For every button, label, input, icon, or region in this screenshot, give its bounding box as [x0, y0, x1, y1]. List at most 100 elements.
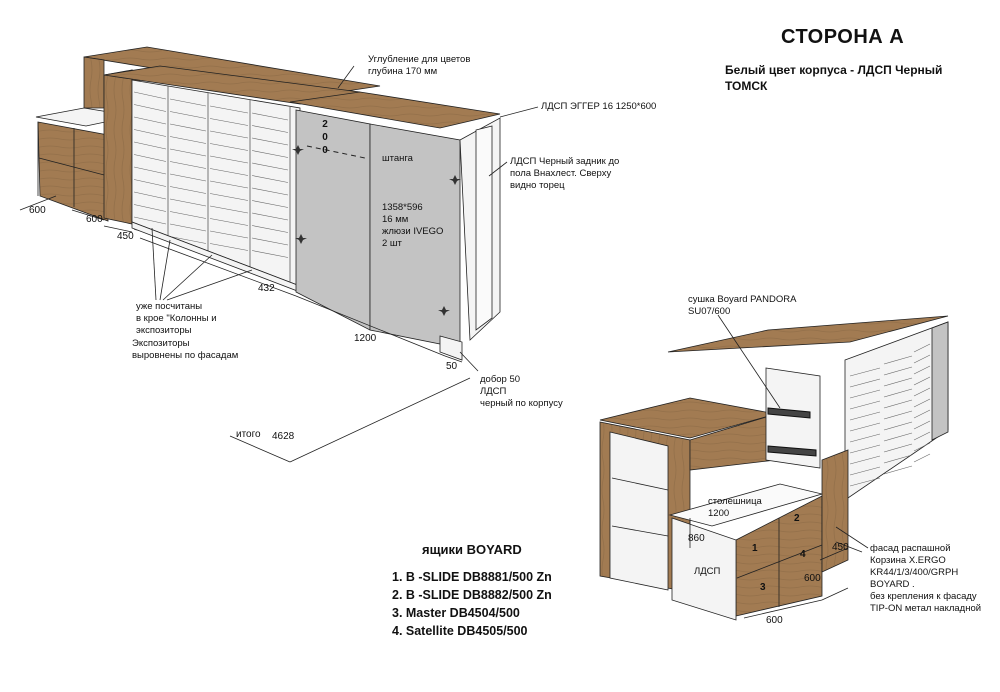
shelf-line: [913, 420, 931, 430]
shelf-line: [251, 237, 289, 246]
shelf-line: [209, 230, 249, 239]
shelf-line: [883, 388, 913, 398]
page-title: СТОРОНА А: [781, 26, 905, 48]
shelf-line: [169, 236, 207, 244]
shelf-line: [251, 125, 289, 133]
material-subtitle: Белый цвет корпуса - ЛДСП Черный ТОМСК: [725, 63, 943, 93]
counted-note: уже посчитаны в крое "Колонны и экспозит…: [136, 301, 217, 336]
dimension-total: 4628: [272, 431, 295, 442]
rear-wood-panel-front: [83, 56, 105, 109]
shelf-line: [169, 111, 207, 119]
shelf-line: [251, 187, 289, 196]
shelf-line: [209, 143, 249, 151]
grey-end-panel: [931, 321, 949, 441]
shelf-line: [251, 212, 289, 221]
shelf-line: [883, 366, 913, 376]
shelf-line: [913, 354, 931, 364]
basket-note: фасад распашной Корзина X.ERGO KR44/1/3/…: [870, 543, 982, 614]
top-board-note: ЛДСП ЭГГЕР 16 1250*600: [541, 101, 657, 112]
shelf-line: [133, 216, 167, 225]
shelf-line: [883, 399, 913, 409]
shelf-line: [849, 422, 881, 432]
shelf-line: [251, 137, 289, 146]
dimension-600-c: 600: [804, 573, 821, 584]
hinge-marks: [292, 145, 461, 316]
aligned-note: Экспозиторы выровнены по фасадам: [132, 338, 239, 361]
shelf-line: [169, 186, 207, 194]
filler-strip: [439, 335, 463, 361]
rod-line: [306, 145, 366, 159]
grey-door-left: [295, 109, 371, 331]
boyard-item: 2. B -SLIDE DB8882/500 Zn: [392, 588, 552, 602]
shelf-line: [883, 410, 913, 420]
drawer-number: 2: [794, 513, 800, 524]
dimension-50: 50: [446, 361, 458, 372]
shelf-line: [913, 442, 931, 452]
dish-rack-icon: [767, 407, 817, 457]
rod-label: штанга: [382, 153, 413, 164]
boyard-list: 1. B -SLIDE DB8881/500 Zn 2. B -SLIDE DB…: [392, 568, 552, 640]
shelf-line: [251, 200, 289, 208]
shelf-line: [913, 376, 931, 386]
island-cabinet: [599, 315, 949, 621]
low-cabinet-front: [37, 121, 109, 222]
shelf-line: [913, 343, 931, 353]
shelf-line: [169, 198, 207, 207]
shelf-line: [209, 243, 249, 251]
shelf-line: [169, 136, 207, 144]
drawer-number: 4: [800, 549, 806, 560]
total-label: итого: [236, 429, 261, 440]
shelf-line: [849, 400, 881, 410]
shelf-line: [849, 367, 881, 377]
shelf-line: [133, 166, 167, 175]
boyard-title: ящики BOYARD: [422, 542, 522, 557]
shelving-dividers: [167, 86, 291, 282]
shelf-line: [209, 155, 249, 164]
shelf-line: [883, 355, 913, 365]
shelf-line: [133, 141, 167, 150]
shelf-line: [251, 112, 289, 121]
ldsp-label: ЛДСП: [694, 566, 721, 577]
shelf-line: [169, 98, 207, 107]
shelf-line: [169, 123, 207, 132]
recess-note: Углубление для цветов глубина 170 мм: [368, 54, 471, 77]
shelf-line: [883, 421, 913, 431]
basket-front: [821, 449, 849, 573]
shelf-line: [169, 211, 207, 219]
dimension-600-d: 600: [766, 615, 783, 626]
shelf-line: [133, 204, 167, 212]
shelf-line: [251, 162, 289, 171]
right-block-top: [289, 91, 501, 129]
shelf-line: [251, 175, 289, 183]
shelf-line: [169, 148, 207, 157]
shelf-line: [849, 455, 881, 465]
shelf-line: [209, 205, 249, 214]
shelf-line: [849, 477, 881, 487]
shelf-line: [209, 118, 249, 126]
shelf-line: [913, 409, 931, 419]
shelf-line: [883, 454, 913, 464]
shelf-line: [251, 225, 289, 233]
shelf-line: [209, 105, 249, 114]
shelf-line: [883, 377, 913, 387]
shelf-line: [133, 154, 167, 162]
shelf-line: [849, 466, 881, 476]
shelf-line: [849, 444, 881, 454]
drawer-number: 1: [752, 543, 758, 554]
blinds-note: 1358*596 16 мм жлюзи IVEGO 2 шт: [382, 202, 444, 249]
shelf-line: [883, 465, 913, 475]
dimension-lines-lower: [743, 547, 849, 619]
filler-note: добор 50 ЛДСП черный по корпусу: [480, 374, 563, 409]
open-shelf-face: [609, 431, 669, 591]
drawer-number: 3: [760, 582, 766, 593]
shelf-line: [133, 191, 167, 200]
shelf-line: [209, 218, 249, 226]
shelf-line: [133, 179, 167, 187]
dimension-600-a: 600: [29, 205, 46, 216]
dryer-niche: [765, 367, 821, 469]
boyard-item: 1. B -SLIDE DB8881/500 Zn: [392, 570, 552, 584]
back-top: [667, 315, 949, 353]
countertop-note: столешница 1200: [708, 496, 762, 519]
shelf-line: [209, 180, 249, 189]
